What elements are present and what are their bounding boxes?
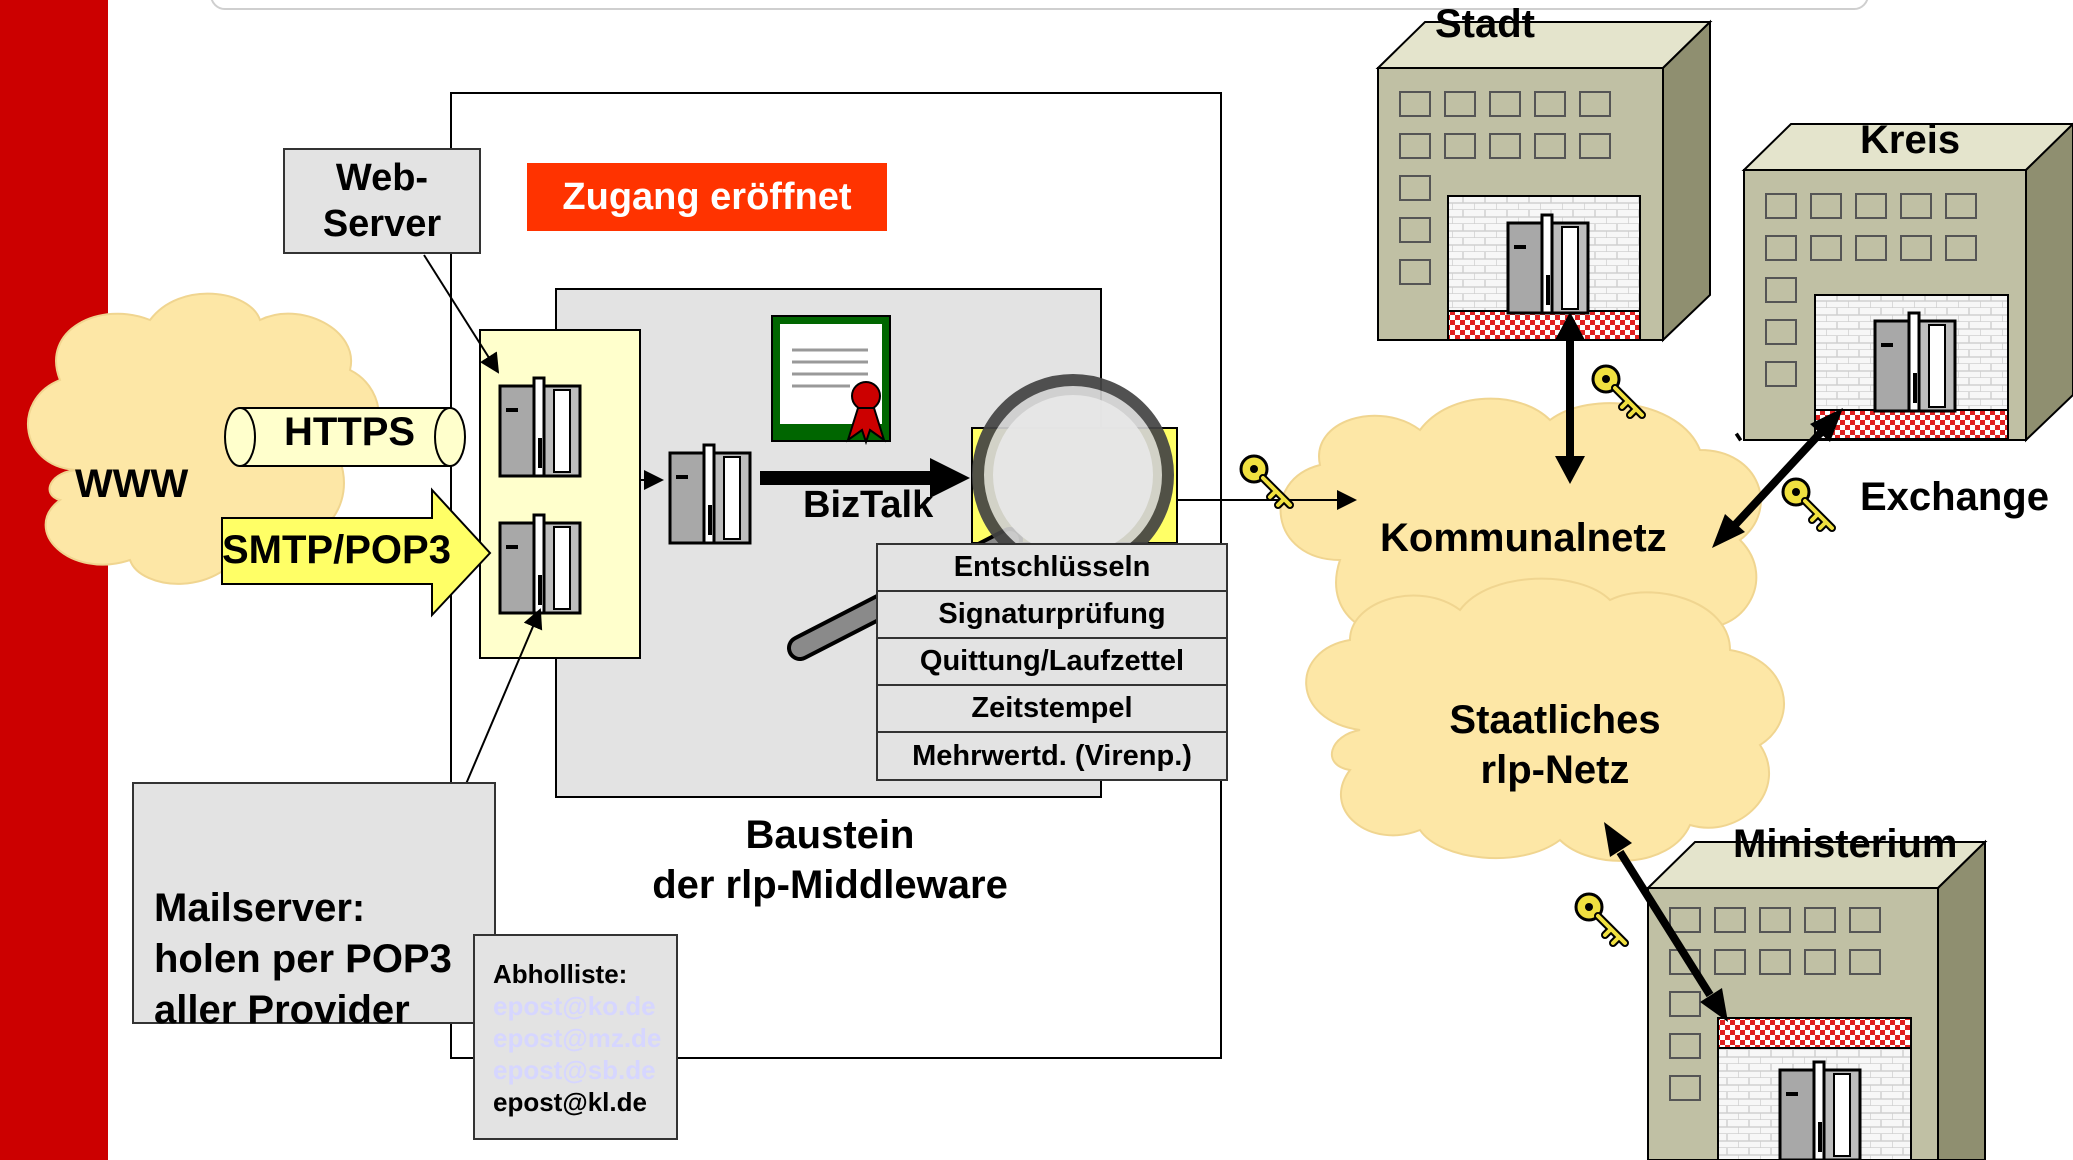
abholliste-title: Abholliste:: [493, 959, 628, 989]
feature-row: Entschlüsseln: [878, 545, 1226, 592]
key-icon: [1783, 479, 1832, 528]
www-cloud: [26, 292, 380, 585]
biztalk-server-icon: [668, 443, 752, 545]
link-ministerium-staatliches: [1604, 822, 1728, 1022]
feature-row: Quittung/Laufzettel: [878, 639, 1226, 686]
feature-row: Signaturprüfung: [878, 592, 1226, 639]
stadt-label: Stadt: [1435, 2, 1535, 46]
kreis-label: Kreis: [1860, 118, 1961, 162]
mail-server-icon: [498, 513, 582, 615]
exchange-label: Exchange: [1860, 475, 2049, 519]
certificate-icon: [771, 315, 891, 446]
key-icon: [1576, 894, 1625, 943]
www-label: WWW: [75, 462, 189, 506]
left-red-bar: [0, 0, 108, 1160]
link-stadt-kommunalnetz: [1555, 312, 1585, 484]
zugang-eroeffnet-badge: Zugang eröffnet: [527, 163, 887, 231]
ministerium-label: Ministerium: [1733, 822, 1958, 866]
kommunalnetz-label: Kommunalnetz: [1380, 516, 1667, 560]
link-kreis-kommunalnetz: [1712, 408, 1843, 548]
abholliste-entry: epost@ko.de: [493, 991, 656, 1021]
abholliste-box: Abholliste: epost@ko.de epost@mz.de epos…: [473, 934, 678, 1140]
staatliches-label: Staatliches rlp-Netz: [1449, 698, 1661, 792]
stadt-building: [1375, 19, 1713, 343]
ministerium-building: [1645, 839, 1988, 1160]
staatliches-cloud: [1305, 577, 1785, 862]
smtp-pop3-label: SMTP/POP3: [222, 528, 451, 572]
https-label: HTTPS: [284, 410, 416, 454]
abholliste-entry: epost@mz.de: [493, 1023, 662, 1053]
feature-row: Mehrwertd. (Virenp.): [912, 740, 1192, 772]
mailserver-label: Mailserver: holen per POP3 aller Provide…: [132, 782, 496, 1032]
abholliste-entry: epost@sb.de: [493, 1055, 656, 1085]
feature-row: Zeitstempel: [878, 686, 1226, 733]
abholliste-entry: epost@kl.de: [493, 1087, 647, 1117]
baustein-caption: Baustein der rlp-Middleware: [652, 813, 1008, 907]
kreis-building: [1741, 122, 2073, 443]
web-server-label: Web- Server: [283, 148, 481, 254]
https-pipe: [224, 407, 466, 467]
biztalk-label: BizTalk: [803, 484, 934, 526]
feature-table: Entschlüsseln Signaturprüfung Quittung/L…: [876, 543, 1228, 781]
smtp-arrow: [221, 487, 492, 618]
key-icon: [1241, 456, 1290, 505]
web-server-icon: [498, 376, 582, 478]
